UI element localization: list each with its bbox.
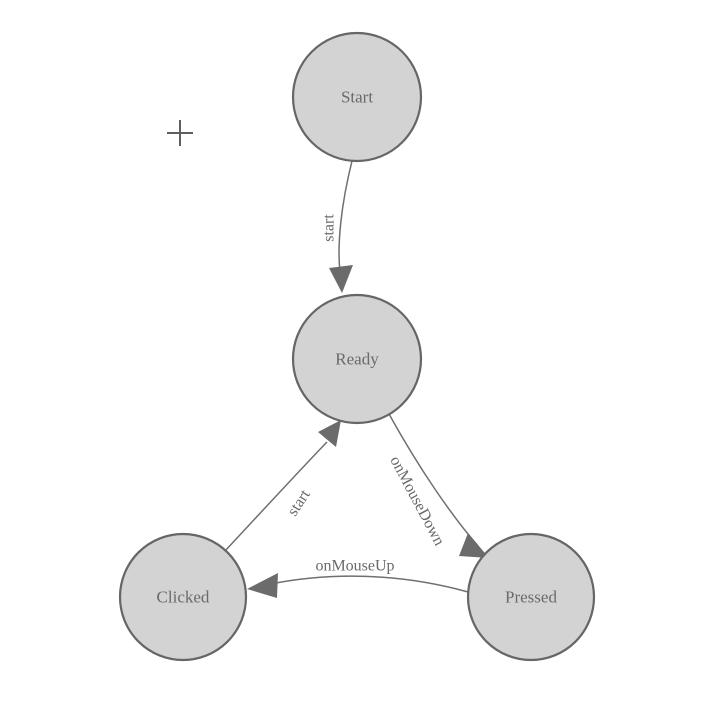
- edge-pressed-to-clicked[interactable]: onMouseUp: [247, 558, 469, 599]
- node-ready-label: Ready: [335, 350, 379, 369]
- arrowhead-icon: [247, 573, 278, 598]
- node-ready[interactable]: Ready: [291, 293, 423, 425]
- node-start[interactable]: Start: [291, 31, 423, 163]
- edge-label-clicked-to-ready: start: [284, 486, 314, 519]
- edge-label-ready-to-pressed: onMouseDown: [386, 453, 447, 548]
- node-pressed-circle[interactable]: [466, 532, 596, 662]
- edge-label-start-to-ready: start: [321, 214, 338, 242]
- edge-ready-to-pressed[interactable]: onMouseDown: [386, 413, 489, 558]
- node-start-circle[interactable]: [291, 31, 423, 163]
- plus-marker-icon: [167, 120, 193, 146]
- node-ready-circle[interactable]: [291, 293, 423, 425]
- arrowhead-icon: [318, 420, 341, 447]
- node-clicked[interactable]: Clicked: [118, 532, 248, 662]
- arrowhead-icon: [329, 265, 353, 293]
- edge-label-pressed-to-clicked: onMouseUp: [315, 558, 394, 575]
- node-clicked-circle[interactable]: [118, 532, 248, 662]
- arrowhead-icon: [459, 533, 489, 558]
- node-pressed-label: Pressed: [505, 588, 557, 607]
- edge-start-to-ready[interactable]: start: [321, 160, 354, 293]
- node-start-label: Start: [341, 88, 373, 107]
- node-clicked-label: Clicked: [157, 588, 210, 607]
- edge-clicked-to-ready[interactable]: start: [224, 420, 341, 552]
- node-pressed[interactable]: Pressed: [466, 532, 596, 662]
